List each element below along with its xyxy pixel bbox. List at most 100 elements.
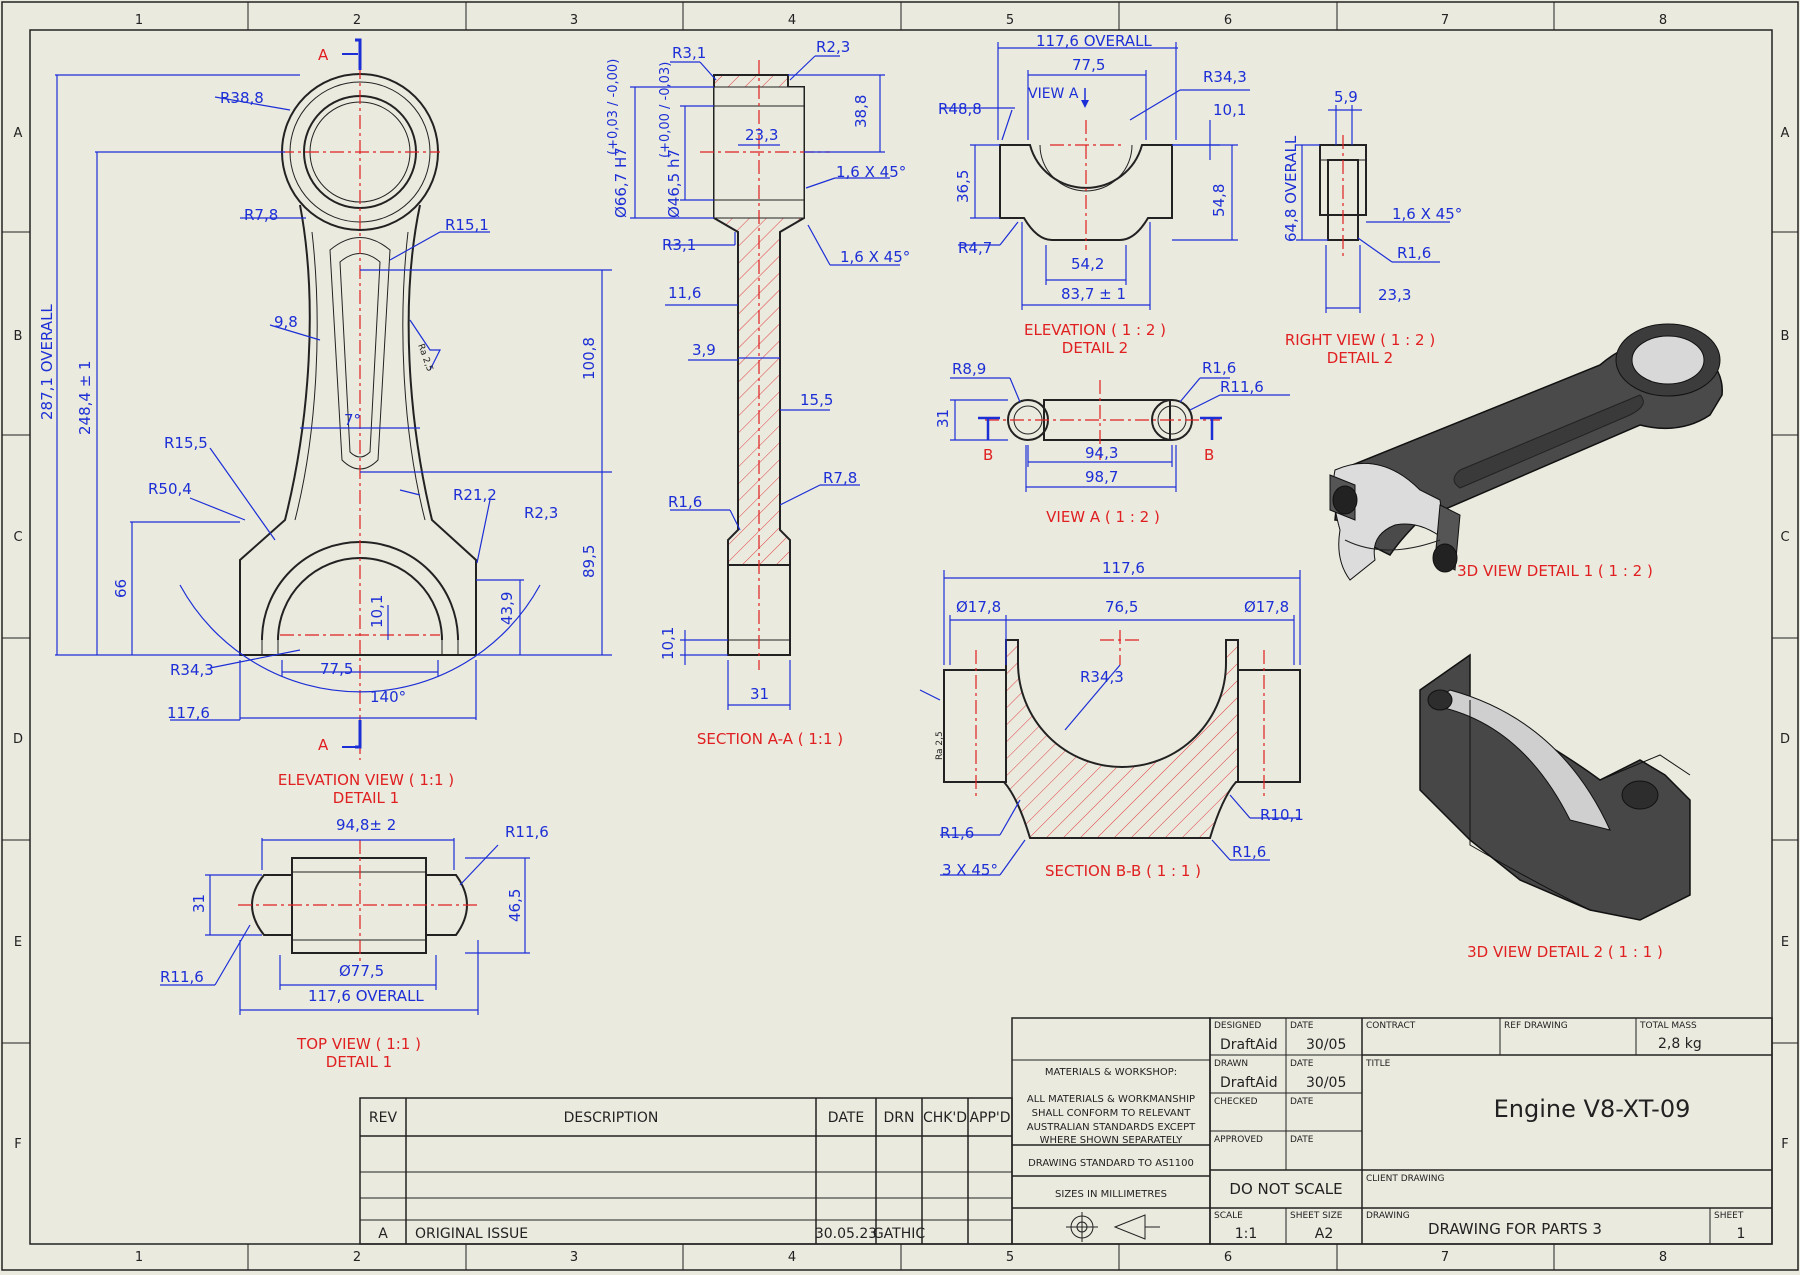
dim-66: 66 <box>112 579 130 598</box>
dim-top-overall: 117,6 OVERALL <box>308 987 424 1005</box>
dim-saa-chamfer-1: 1,6 X 45° <box>836 163 906 181</box>
dim-10-1: 10,1 <box>368 595 386 628</box>
dim-saa-bore-small-tol: (+0,00 / -0,03) <box>658 62 673 158</box>
dim-sbb-chamfer: 3 X 45° <box>942 861 998 879</box>
total-mass-label: TOTAL MASS <box>1639 1021 1697 1031</box>
sheet-inner-border <box>29 29 1773 1245</box>
zone-row-f: F <box>14 1137 21 1152</box>
dim-r21-2: R21,2 <box>453 486 497 504</box>
rev-header-chkd: CHK'D <box>923 1110 967 1126</box>
elevation-view-subtitle: DETAIL 1 <box>333 789 399 807</box>
zone-row-c-right: C <box>1780 530 1789 545</box>
zone-col-5: 5 <box>1006 13 1014 28</box>
dim-rv-23-3: 23,3 <box>1378 286 1411 304</box>
dim-sbb-117-6: 117,6 <box>1102 559 1145 577</box>
iso-view-2: 3D VIEW DETAIL 2 ( 1 : 1 ) <box>1419 653 1691 961</box>
top-view: 94,8± 2 R11,6 31 46,5 R11,6 Ø77,5 117,6 … <box>160 816 549 1071</box>
zone-col-4: 4 <box>788 13 796 28</box>
dim-rv-5-9: 5,9 <box>1334 88 1358 106</box>
dim-saa-10-1: 10,1 <box>659 627 677 660</box>
dim-saa-bore-big: Ø66,7 H7 <box>612 147 630 218</box>
elevation-detail2-title: ELEVATION ( 1 : 2 ) <box>1024 321 1166 339</box>
zone-col-7: 7 <box>1441 13 1449 28</box>
drawing-label: DRAWING <box>1366 1211 1410 1221</box>
drawn-date-label: DATE <box>1290 1059 1314 1069</box>
checked-label: CHECKED <box>1214 1097 1258 1107</box>
dim-sbb-r1-6-left: R1,6 <box>940 824 974 842</box>
dim-r15-5: R15,5 <box>164 434 208 452</box>
dim-e2-r4-7: R4,7 <box>958 239 992 257</box>
zone-row-c: C <box>13 530 22 545</box>
dim-center-distance: 248,4 ± 1 <box>76 360 94 435</box>
zone-row-a: A <box>14 126 23 141</box>
dim-top-31: 31 <box>190 894 208 913</box>
zone-row-f-right: F <box>1781 1137 1788 1152</box>
projection-symbol-icon <box>1066 1212 1160 1242</box>
dim-e2-10-1: 10,1 <box>1213 101 1246 119</box>
elevation-detail2-subtitle: DETAIL 2 <box>1062 339 1128 357</box>
top-view-subtitle: DETAIL 1 <box>326 1053 392 1071</box>
sheet-size-value: A2 <box>1315 1226 1333 1242</box>
dim-overall-length: 287,1 OVERALL <box>38 304 56 420</box>
rev-header-description: DESCRIPTION <box>564 1110 659 1126</box>
dim-saa-23-3: 23,3 <box>745 126 778 144</box>
zone-row-e-right: E <box>1781 935 1789 950</box>
zone-col-7-bottom: 7 <box>1441 1250 1449 1265</box>
dim-sbb-dia-right: Ø17,8 <box>1244 598 1289 616</box>
dim-43-9: 43,9 <box>498 592 516 625</box>
dim-9-8: 9,8 <box>274 313 298 331</box>
elevation-detail2-view: 117,6 OVERALL 77,5 R34,3 R48,8 10,1 36,5… <box>938 32 1250 357</box>
zone-row-b: B <box>14 329 23 344</box>
view-a: R8,9 R1,6 R11,6 31 94,3 98,7 B B VIEW A … <box>934 359 1290 526</box>
top-view-title: TOP VIEW ( 1:1 ) <box>296 1035 421 1053</box>
drawn-by: DraftAid <box>1220 1075 1278 1091</box>
dim-saa-r3-1-top: R3,1 <box>672 44 706 62</box>
dim-saa-r3-1: R3,1 <box>662 236 696 254</box>
view-a-title: VIEW A ( 1 : 2 ) <box>1046 508 1160 526</box>
dim-117-6: 117,6 <box>167 704 210 722</box>
dim-e2-r34-3: R34,3 <box>1203 68 1247 86</box>
right-view-title: RIGHT VIEW ( 1 : 2 ) <box>1285 331 1435 349</box>
dim-saa-bore-big-tol: (+0,03 / -0,00) <box>606 59 621 155</box>
section-marker-a-bottom: A <box>318 736 329 754</box>
drawing-standard: DRAWING STANDARD TO AS1100 <box>1028 1158 1194 1169</box>
materials-line-3: AUSTRALIAN STANDARDS EXCEPT <box>1027 1122 1196 1133</box>
designed-date: 30/05 <box>1306 1037 1346 1053</box>
iso-view-1-title: 3D VIEW DETAIL 1 ( 1 : 2 ) <box>1457 562 1653 580</box>
section-b-b-view: 117,6 Ø17,8 76,5 Ø17,8 R34,3 R1,6 R10,1 … <box>919 559 1304 880</box>
dim-e2-36-5: 36,5 <box>954 170 972 203</box>
dim-r38-8: R38,8 <box>220 89 264 107</box>
dim-e2-83-7: 83,7 ± 1 <box>1061 285 1126 303</box>
dim-r50-4: R50,4 <box>148 480 192 498</box>
surface-finish-1: Ra 2,5 <box>415 343 434 373</box>
title-label: TITLE <box>1365 1059 1391 1069</box>
dim-va-r11-6: R11,6 <box>1220 378 1264 396</box>
dim-saa-bore-small: Ø46,5 h7 <box>665 149 683 218</box>
materials-line-1: ALL MATERIALS & WORKMANSHIP <box>1027 1094 1195 1105</box>
drawn-date: 30/05 <box>1306 1075 1346 1091</box>
dim-sbb-dia-left: Ø17,8 <box>956 598 1001 616</box>
sheet-number: 1 <box>1737 1226 1746 1242</box>
dim-rv-r1-6: R1,6 <box>1397 244 1431 262</box>
dim-r2-3: R2,3 <box>524 504 558 522</box>
scale-value: 1:1 <box>1235 1226 1258 1242</box>
dim-e2-54-2: 54,2 <box>1071 255 1104 273</box>
right-view: 5,9 64,8 OVERALL 1,6 X 45° R1,6 23,3 RIG… <box>1282 88 1462 367</box>
right-view-subtitle: DETAIL 2 <box>1327 349 1393 367</box>
revision-table: REV DESCRIPTION DATE DRN CHK'D APP'D A 3… <box>359 1097 1013 1245</box>
dim-saa-r7-8: R7,8 <box>823 469 857 487</box>
rev-row-rev: A <box>378 1226 388 1242</box>
dim-va-r8-9: R8,9 <box>952 360 986 378</box>
dim-89-5: 89,5 <box>580 545 598 578</box>
contract-label: CONTRACT <box>1366 1021 1416 1031</box>
surface-finish-2: Ra 2,5 <box>935 731 945 760</box>
dim-e2-r48-8: R48,8 <box>938 100 982 118</box>
rev-row-drn: GATHIC <box>873 1226 926 1242</box>
zone-col-8: 8 <box>1659 13 1667 28</box>
view-a-label: VIEW A <box>1028 86 1079 102</box>
dim-saa-38-8: 38,8 <box>852 95 870 128</box>
sheet-size-label: SHEET SIZE <box>1290 1211 1343 1221</box>
approved-label: APPROVED <box>1214 1135 1263 1145</box>
zone-row-a-right: A <box>1781 126 1790 141</box>
